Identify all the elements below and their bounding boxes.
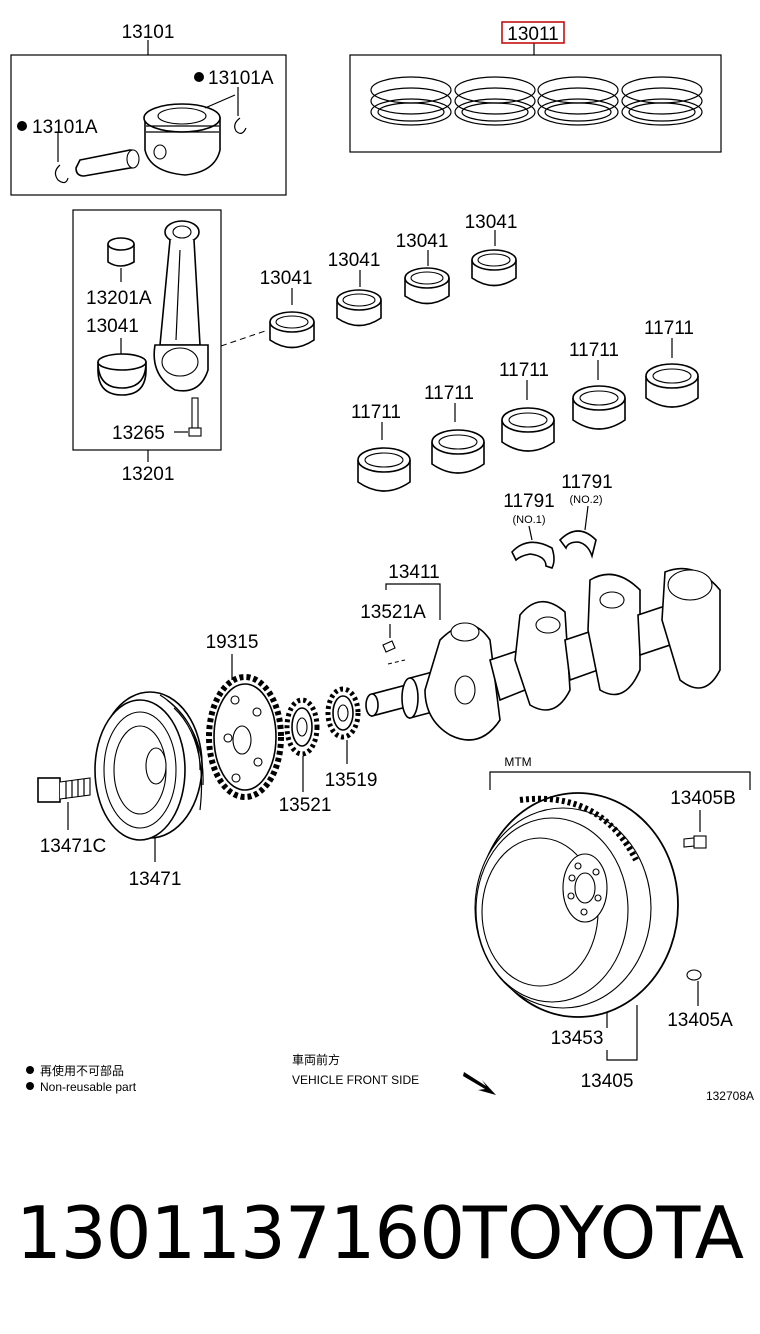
label-13405b[interactable]: 13405B bbox=[670, 788, 736, 809]
piston-group: 13101 13101A 13101A bbox=[10, 22, 287, 196]
label-13041-4[interactable]: 13041 bbox=[465, 212, 518, 233]
label-no1[interactable]: (NO.1) bbox=[513, 514, 546, 526]
main-bearing-2: 11711 bbox=[424, 383, 485, 474]
piston-ring-2 bbox=[454, 76, 536, 126]
ring-set-group: 13011 bbox=[349, 21, 722, 153]
label-19315[interactable]: 19315 bbox=[206, 632, 259, 653]
connecting-rod bbox=[153, 220, 209, 392]
brand-name: TOYOTA bbox=[462, 1191, 744, 1275]
label-13453[interactable]: 13453 bbox=[551, 1028, 604, 1049]
piston-ring-4 bbox=[621, 76, 703, 126]
snap-ring-right bbox=[234, 117, 247, 134]
legend-nonreusable-en[interactable]: Non-reusable part bbox=[40, 1080, 137, 1094]
legend-dot-jp bbox=[26, 1066, 34, 1074]
legend: 再使用不可部品 Non-reusable part 車両前方 VEHICLE F… bbox=[26, 1052, 754, 1103]
main-bearing-3: 11711 bbox=[499, 360, 555, 452]
front-arrow-icon bbox=[463, 1072, 496, 1095]
part-number: 1301137160 bbox=[16, 1191, 465, 1275]
gear-small-2 bbox=[325, 686, 361, 740]
nonreusable-dot-right bbox=[194, 72, 204, 82]
main-bearing-5: 11711 bbox=[644, 318, 699, 408]
crankshaft bbox=[365, 567, 721, 741]
rod-bolt bbox=[188, 397, 202, 437]
highlight-box bbox=[501, 21, 565, 44]
label-11791-1[interactable]: 11791 bbox=[503, 491, 554, 512]
rod-bearing-4: 13041 bbox=[465, 212, 518, 287]
flywheel bbox=[474, 792, 679, 1018]
label-no2[interactable]: (NO.2) bbox=[570, 494, 603, 506]
label-11711-2[interactable]: 11711 bbox=[424, 383, 474, 404]
piston-ring-3 bbox=[537, 76, 619, 126]
main-bearing-4: 11711 bbox=[569, 340, 626, 430]
label-13041-1[interactable]: 13041 bbox=[260, 268, 313, 289]
label-13411[interactable]: 13411 bbox=[388, 562, 439, 583]
thrust-washers: 11791 (NO.1) 11791 (NO.2) bbox=[503, 472, 613, 569]
gear-large bbox=[206, 674, 284, 800]
piston-ring-1 bbox=[370, 76, 452, 126]
label-13011[interactable]: 13011 bbox=[507, 24, 558, 45]
thrust-washer-2 bbox=[558, 530, 597, 559]
rod-bearings: 13041 13041 13041 13041 bbox=[260, 212, 518, 349]
rod-bearing-3: 13041 bbox=[396, 231, 450, 305]
label-13201a[interactable]: 13201A bbox=[86, 288, 152, 309]
legend-front-jp[interactable]: 車両前方 bbox=[292, 1052, 340, 1067]
label-11711-4[interactable]: 11711 bbox=[569, 340, 619, 361]
rod-bushing bbox=[107, 237, 135, 267]
snap-ring-left bbox=[54, 164, 69, 184]
label-13405[interactable]: 13405 bbox=[581, 1071, 634, 1092]
label-13201[interactable]: 13201 bbox=[122, 464, 175, 485]
label-11711-3[interactable]: 11711 bbox=[499, 360, 549, 381]
label-13471[interactable]: 13471 bbox=[129, 869, 182, 890]
label-13041-3[interactable]: 13041 bbox=[396, 231, 449, 252]
label-13101[interactable]: 13101 bbox=[122, 22, 175, 43]
main-bearings: 11711 11711 11711 11711 bbox=[351, 318, 699, 492]
figure-number[interactable]: 132708A bbox=[706, 1089, 754, 1103]
parts-diagram: 13101 13101A 13101A 13011 bbox=[10, 21, 754, 1103]
gear-small-1 bbox=[284, 697, 320, 757]
crank-key bbox=[382, 640, 396, 653]
rod-bearing-1: 13041 bbox=[260, 268, 315, 349]
label-13405a[interactable]: 13405A bbox=[667, 1010, 733, 1031]
label-13101a-right[interactable]: 13101A bbox=[208, 68, 274, 89]
legend-nonreusable-jp[interactable]: 再使用不可部品 bbox=[40, 1063, 124, 1078]
piston-drawing bbox=[143, 94, 236, 176]
main-bearing-1: 11711 bbox=[351, 402, 411, 492]
timing-gears: 19315 13521 13519 bbox=[206, 632, 378, 816]
footer: 1301137160 TOYOTA bbox=[0, 1190, 760, 1280]
flywheel-group: MTM 13405B 13405A 13453 13405 bbox=[474, 755, 751, 1092]
label-11711-5[interactable]: 11711 bbox=[644, 318, 694, 339]
label-13101a-left[interactable]: 13101A bbox=[32, 117, 98, 138]
rod-group: 13201 13201A 13041 132 bbox=[72, 209, 269, 485]
pulley-bolt bbox=[37, 777, 91, 803]
legend-dot-en bbox=[26, 1082, 34, 1090]
crankshaft-group: 13411 13521A bbox=[360, 562, 721, 741]
label-13521[interactable]: 13521 bbox=[279, 795, 332, 816]
label-mtm[interactable]: MTM bbox=[504, 755, 531, 769]
flywheel-pin bbox=[686, 969, 702, 981]
label-11791-2[interactable]: 11791 bbox=[561, 472, 612, 493]
label-13041-inside[interactable]: 13041 bbox=[86, 316, 139, 337]
label-13521a[interactable]: 13521A bbox=[360, 602, 426, 623]
nonreusable-dot-left bbox=[17, 121, 27, 131]
crank-pulley bbox=[94, 691, 204, 841]
label-13041-2[interactable]: 13041 bbox=[328, 250, 381, 271]
label-13265[interactable]: 13265 bbox=[112, 423, 165, 444]
pulley-group: 13471C 13471 bbox=[37, 691, 204, 890]
rod-bearing-2: 13041 bbox=[328, 250, 382, 327]
piston-pin bbox=[75, 149, 140, 177]
thrust-washer-1 bbox=[511, 541, 555, 569]
legend-front-en[interactable]: VEHICLE FRONT SIDE bbox=[292, 1073, 419, 1087]
label-13519[interactable]: 13519 bbox=[325, 770, 378, 791]
rod-bearing-inside bbox=[97, 353, 147, 396]
label-11711-1[interactable]: 11711 bbox=[351, 402, 401, 423]
label-13471c[interactable]: 13471C bbox=[40, 836, 107, 857]
flywheel-bolt bbox=[683, 835, 707, 849]
